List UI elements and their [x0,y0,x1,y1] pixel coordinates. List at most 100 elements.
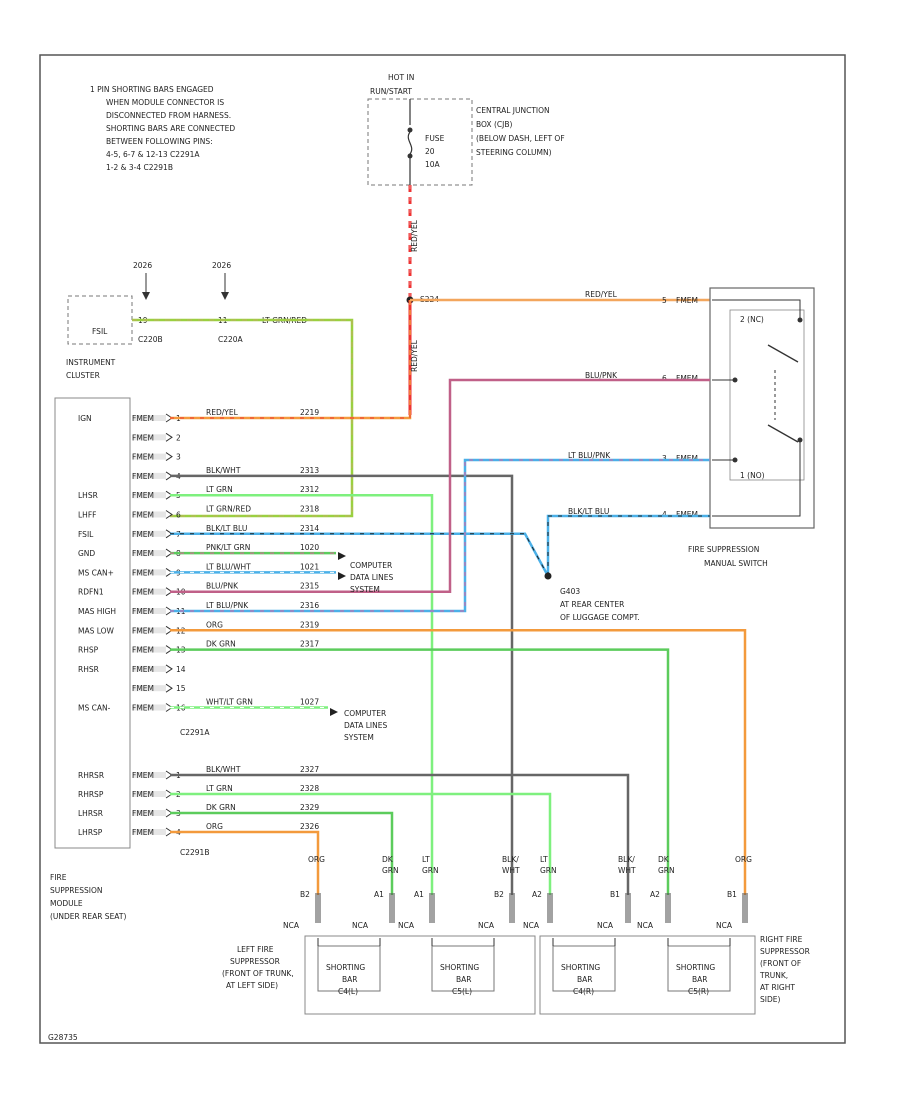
nca-label-6: NCA [637,921,654,930]
c2291a-pin-2: 2 [176,433,181,442]
module-label-4: (UNDER REAR SEAT) [50,912,126,921]
shorting-bar-box [552,945,616,992]
c2291a-term-11: FMEM [132,607,154,616]
c2291b-term-block [132,791,166,797]
c2291a-term-block [132,453,166,460]
c2291b-circuit-4: 2326 [300,822,319,831]
c2291a-term-9: FMEM [132,568,154,577]
c2291a-name-6: LHFF [78,511,96,520]
nca-label-7: NCA [716,921,733,930]
ground-dot [544,572,552,580]
switch-outer-box [709,287,815,529]
c2291a-circuit-1: 2219 [300,408,319,417]
note-line-5: BETWEEN FOLLOWING PINS: [106,137,213,146]
arrow-head-2 [221,292,229,300]
c2291a-name-16: MS CAN- [78,704,111,713]
c2291a-term-block [132,627,166,634]
note-line-6: 4-5, 6-7 & 12-13 C2291A [106,150,200,159]
shorting-bar-sub-0: BAR [342,975,358,984]
c2291a-wire-4 [170,474,514,895]
shorting-bar-box [317,945,381,992]
nca-label-2: NCA [398,921,415,930]
switch-term-3: FMEM [676,454,698,463]
computer-label-b2: DATA LINES [344,721,387,730]
switch-wire-4: BLK/LT BLU [568,507,609,516]
c2291a-term-8: FMEM [132,549,154,558]
wire-label-lower: RED/YEL [410,339,419,372]
c2291a-term-block [132,550,166,557]
c2291a-term-13: FMEM [132,646,154,655]
fuse-rating: 10A [425,160,441,169]
c2291a-wire-label-1: RED/YEL [206,408,239,417]
bottom-pin-2: A1 [414,890,424,899]
arrow-head-1 [142,292,150,300]
bottom-wire-label-3: BLK/ [502,855,519,864]
bottom-pin-4: A2 [532,890,542,899]
c2291a-wire-11 [170,458,710,613]
instrument-cluster: 2026 2026 FSIL 19 11 C220B C220A LT GRN/… [66,261,354,518]
shorting-bar-title-0: SHORTING [326,963,365,972]
fuse-terminal-top [407,127,413,133]
fuse-terminal-bottom [407,153,413,159]
c2291b-name-2: RHRSP [78,790,104,799]
c2291a-term-4: FMEM [132,472,154,481]
c2291b-circuit-2: 2328 [300,784,319,793]
module-wires [170,378,747,895]
shorting-bar-box [431,945,495,992]
conn-c2291b: C2291B [180,848,209,857]
c2291a-term-block [132,704,166,711]
c2291a-wire-stripe-7 [170,515,710,577]
c2291a-term-block [132,588,166,595]
bottom-wire-label-4: LT [540,855,548,864]
module-label-2: SUPPRESSION [50,886,103,895]
fuse-number: 20 [425,147,435,156]
left-label-3: (FRONT OF TRUNK, [222,969,294,978]
c2291b-term-1: FMEM [132,771,154,780]
c2291a-term-block [132,665,166,672]
shorting-bar-title-3: SHORTING [676,963,715,972]
fuse-element [407,131,413,155]
shorting-bar-id-0: C4(L) [338,987,358,996]
c2291a-name-10: RDFN1 [78,588,104,597]
c2291a-circuit-10: 2315 [300,582,319,591]
note-line-4: SHORTING BARS ARE CONNECTED [106,124,235,133]
suppressor-terminal [509,893,515,923]
switch-pin-6: 6 [662,374,667,383]
c2291b-term-2: FMEM [132,790,154,799]
right-label-6: SIDE) [760,995,780,1004]
c2291a-name-5: LHSR [78,491,98,500]
computer-label-3: SYSTEM [350,585,380,594]
c2291a-term-block [132,608,166,614]
c2291b-circuit-3: 2329 [300,803,319,812]
fuse-block: HOT IN RUN/START FUSE 20 10A CENTRAL JUN… [367,73,565,186]
shorting-bar-id-2: C4(R) [573,987,594,996]
computer-label-2: DATA LINES [350,573,393,582]
c2291a-wire-label-12: ORG [206,620,223,629]
c2291a-term-16: FMEM [132,704,154,713]
c2291a-term-7: FMEM [132,530,154,539]
right-label-2: SUPPRESSOR [760,947,810,956]
cjb-line-1: CENTRAL JUNCTION [476,106,550,115]
cluster-label-2: CLUSTER [66,371,100,380]
c2291b-term-3: FMEM [132,809,154,818]
c2291a-wire-stripe-1 [170,415,411,419]
cluster-label-1: INSTRUMENT [66,358,116,367]
left-suppressor-frame [304,935,536,1015]
switch-wire-3: LT BLU/PNK [568,451,611,460]
c2291a-circuit-13: 2317 [300,640,319,649]
wire-label-upper: RED/YEL [410,219,419,252]
bottom-pin-7: B1 [727,890,737,899]
bottom-pin-3: B2 [494,890,504,899]
right-label-5: AT RIGHT [760,983,795,992]
suppressor-section: LEFT FIRE SUPPRESSOR (FRONT OF TRUNK, AT… [222,855,810,1015]
c2291a-pin-marker [165,683,173,693]
bottom-wire-label-0: ORG [308,855,325,864]
conn-c2291a: C2291A [180,728,210,737]
